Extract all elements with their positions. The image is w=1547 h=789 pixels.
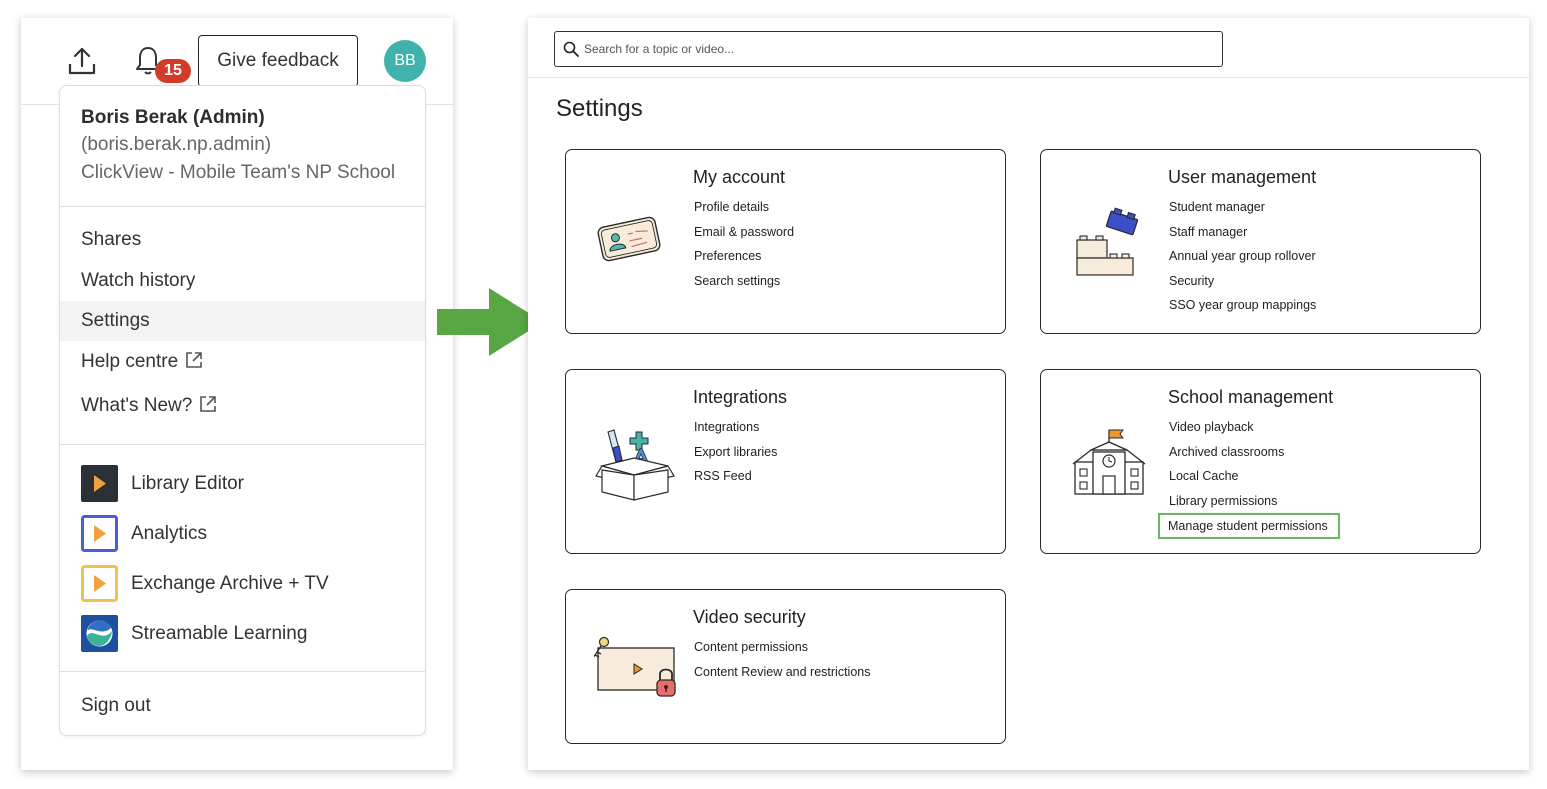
- menu-item-shares[interactable]: Shares: [60, 220, 425, 260]
- app-label: Exchange Archive + TV: [131, 573, 329, 594]
- link-local-cache[interactable]: Local Cache: [1169, 469, 1239, 483]
- id-card-icon: [597, 216, 661, 262]
- app-link-exchange-archive[interactable]: Exchange Archive + TV: [81, 565, 401, 603]
- card-links: Student manager Staff manager Annual yea…: [1169, 199, 1316, 322]
- card-links: Integrations Export libraries RSS Feed: [694, 419, 777, 493]
- card-title: User management: [1168, 167, 1317, 187]
- menu-item-watch-history[interactable]: Watch history: [60, 261, 425, 301]
- menu-item-label: Shares: [81, 229, 142, 250]
- user-school: ClickView - Mobile Team's NP School: [81, 162, 396, 183]
- link-content-permissions[interactable]: Content permissions: [694, 640, 808, 654]
- menu-item-whats-new[interactable]: What's New?: [60, 386, 425, 426]
- sign-out-label: Sign out: [81, 695, 151, 716]
- settings-page: Settings My account Profile details Emai…: [528, 18, 1529, 770]
- library-editor-logo: [81, 465, 118, 502]
- search-bar[interactable]: [554, 31, 1223, 67]
- menu-item-settings[interactable]: Settings: [60, 301, 425, 341]
- upload-icon[interactable]: [68, 46, 96, 76]
- link-export-libraries[interactable]: Export libraries: [694, 444, 778, 459]
- card-school-management: School management Video playback Archive…: [1040, 369, 1481, 554]
- link-integrations[interactable]: Integrations: [694, 420, 760, 434]
- menu-item-label: Help centre: [81, 351, 179, 372]
- exchange-archive-logo: [81, 565, 118, 602]
- link-rss-feed[interactable]: RSS Feed: [694, 469, 752, 483]
- card-video-security: Video security Content permissions Conte…: [565, 589, 1006, 744]
- card-user-management: User management Student manager Staff ma…: [1040, 149, 1481, 334]
- link-staff-manager[interactable]: Staff manager: [1169, 224, 1248, 239]
- card-integrations: Integrations Integrations Export librari…: [565, 369, 1006, 554]
- menu-item-help-centre[interactable]: Help centre: [60, 342, 425, 382]
- link-manage-student-permissions[interactable]: Manage student permissions: [1158, 513, 1340, 539]
- building-blocks-icon: [1076, 207, 1139, 276]
- user-dropdown-menu: Boris Berak (Admin) (boris.berak.np.admi…: [59, 85, 426, 736]
- box-icon: [595, 429, 675, 501]
- page-title: Settings: [556, 95, 643, 122]
- menu-item-label: Settings: [81, 310, 150, 331]
- card-links: Video playback Archived classrooms Local…: [1158, 419, 1340, 539]
- card-title: Integrations: [693, 387, 788, 407]
- card-title: Video security: [693, 607, 806, 627]
- link-profile-details[interactable]: Profile details: [694, 200, 770, 214]
- locked-video-icon: [594, 636, 676, 697]
- card-links: Content permissions Content Review and r…: [694, 639, 870, 688]
- link-search-settings[interactable]: Search settings: [694, 273, 781, 288]
- user-name: Boris Berak (Admin): [81, 107, 265, 128]
- card-links: Profile details Email & password Prefere…: [694, 199, 794, 297]
- account-menu-panel: 15 Give feedback BB Boris Berak (Admin) …: [21, 18, 453, 770]
- app-link-analytics[interactable]: Analytics: [81, 515, 401, 553]
- link-content-review-restrictions[interactable]: Content Review and restrictions: [694, 664, 871, 679]
- sign-out-button[interactable]: Sign out: [60, 686, 425, 726]
- streamable-learning-logo: [81, 615, 118, 652]
- card-title: My account: [693, 167, 786, 187]
- search-input[interactable]: [584, 38, 1204, 60]
- menu-divider: [60, 206, 425, 207]
- search-icon: [563, 41, 579, 57]
- link-video-playback[interactable]: Video playback: [1169, 420, 1254, 434]
- card-my-account: My account Profile details Email & passw…: [565, 149, 1006, 334]
- link-email-password[interactable]: Email & password: [694, 224, 795, 239]
- give-feedback-button[interactable]: Give feedback: [198, 35, 358, 87]
- link-security[interactable]: Security: [1169, 273, 1215, 288]
- link-sso-year-group-mappings[interactable]: SSO year group mappings: [1169, 298, 1317, 312]
- app-label: Streamable Learning: [131, 623, 308, 644]
- app-label: Analytics: [131, 523, 208, 544]
- link-annual-year-group-rollover[interactable]: Annual year group rollover: [1169, 249, 1316, 263]
- link-library-permissions[interactable]: Library permissions: [1169, 493, 1278, 508]
- analytics-logo: [81, 515, 118, 552]
- user-handle: (boris.berak.np.admin): [81, 134, 272, 155]
- school-building-icon: [1072, 429, 1146, 495]
- arrow-right-icon: [437, 288, 543, 356]
- external-link-icon: [200, 396, 217, 412]
- link-preferences[interactable]: Preferences: [694, 249, 762, 263]
- external-link-icon: [186, 352, 202, 368]
- user-avatar[interactable]: BB: [384, 40, 426, 82]
- menu-divider: [60, 444, 425, 445]
- link-student-manager[interactable]: Student manager: [1169, 200, 1265, 214]
- menu-item-label: Watch history: [81, 270, 196, 291]
- app-link-library-editor[interactable]: Library Editor: [81, 465, 401, 503]
- notification-count-badge: 15: [155, 59, 191, 83]
- menu-item-label: What's New?: [81, 395, 193, 416]
- link-archived-classrooms[interactable]: Archived classrooms: [1169, 444, 1285, 459]
- header-divider: [528, 77, 1529, 78]
- card-title: School management: [1168, 387, 1334, 407]
- app-label: Library Editor: [131, 473, 244, 494]
- bell-icon[interactable]: [133, 45, 163, 77]
- menu-divider: [60, 671, 425, 672]
- app-link-streamable-learning[interactable]: Streamable Learning: [81, 615, 401, 653]
